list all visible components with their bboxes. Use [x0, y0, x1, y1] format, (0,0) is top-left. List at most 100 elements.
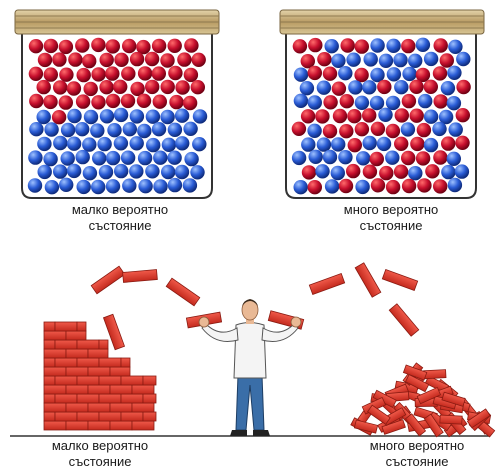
blue-particle	[354, 95, 370, 111]
red-particle	[346, 163, 361, 179]
red-particle	[362, 164, 378, 179]
red-particle	[338, 178, 354, 194]
brick	[120, 375, 144, 386]
blue-particle	[423, 51, 439, 67]
brick	[402, 364, 428, 381]
blue-particle	[76, 179, 91, 195]
brick	[87, 402, 111, 413]
blue-particle	[83, 109, 99, 125]
red-particle	[105, 39, 121, 54]
brick	[142, 393, 157, 404]
blue-particle	[447, 65, 462, 81]
blue-particle	[299, 81, 315, 96]
red-particle	[182, 95, 198, 111]
red-particle	[339, 124, 354, 139]
blue-particle	[151, 122, 167, 137]
blue-particle	[308, 149, 323, 164]
red-particle	[105, 93, 121, 109]
brick	[43, 402, 67, 413]
blue-particle	[66, 163, 82, 179]
brick	[87, 384, 111, 395]
brick	[381, 419, 406, 435]
blue-particle	[60, 122, 76, 138]
red-particle	[370, 121, 386, 136]
brick	[76, 339, 100, 350]
caption-jar-likely: много вероятно състояние	[291, 202, 491, 234]
caption-line-2: състояние	[359, 218, 423, 233]
ordered-brick-wall	[43, 321, 157, 431]
red-particle	[51, 110, 67, 125]
brick	[109, 366, 131, 377]
red-particle	[425, 164, 440, 179]
blue-particle	[160, 109, 175, 125]
blue-particle	[146, 137, 161, 153]
red-particle	[121, 66, 136, 81]
red-particle	[340, 38, 355, 53]
red-particle	[432, 66, 448, 81]
caption-bricks-likely: много вероятно състояние	[317, 438, 500, 470]
blue-particle	[355, 179, 370, 195]
blue-particle	[402, 66, 417, 82]
red-particle	[308, 37, 323, 53]
blue-particle	[113, 136, 129, 151]
blue-particle	[27, 178, 43, 193]
blue-particle	[174, 108, 190, 123]
blue-particle	[307, 123, 322, 138]
brick	[54, 393, 78, 404]
blue-particle	[346, 52, 361, 67]
brick	[308, 272, 346, 296]
red-particle	[91, 67, 106, 82]
blue-particle	[167, 150, 182, 165]
brick	[353, 419, 379, 434]
jar-right-lid	[279, 9, 485, 35]
red-particle	[331, 81, 347, 96]
red-particle	[300, 54, 315, 69]
red-particle	[177, 52, 192, 67]
brick	[109, 420, 133, 431]
brick	[43, 411, 56, 422]
brick	[98, 411, 122, 422]
blue-particle	[174, 164, 190, 180]
red-particle	[322, 66, 338, 81]
brick	[109, 402, 133, 413]
caption-jar-unlikely: малко вероятно състояние	[20, 202, 220, 234]
blue-particle	[456, 51, 471, 67]
messy-brick-pile	[350, 362, 496, 438]
red-particle	[91, 95, 106, 110]
red-particle	[394, 136, 409, 151]
blue-particle	[99, 109, 115, 124]
blue-particle	[91, 179, 106, 195]
brick	[441, 391, 466, 407]
red-particle	[347, 109, 362, 124]
blue-particle	[175, 136, 190, 151]
blue-particle	[315, 164, 330, 179]
blue-particle	[338, 66, 353, 81]
caption-line-2: състояние	[88, 218, 152, 233]
blue-particle	[316, 137, 332, 152]
blue-particle	[137, 150, 153, 166]
red-particle	[169, 94, 184, 110]
red-particle	[307, 65, 322, 81]
red-particle	[83, 81, 98, 97]
blue-particle	[36, 109, 51, 125]
red-particle	[409, 108, 424, 123]
brick	[120, 411, 144, 422]
red-particle	[136, 39, 151, 55]
blue-particle	[369, 95, 385, 111]
red-particle	[401, 93, 417, 109]
blue-particle	[385, 95, 401, 111]
red-particle	[129, 51, 145, 67]
blue-particle	[348, 80, 363, 95]
red-particle	[75, 94, 91, 109]
red-particle	[354, 39, 369, 54]
red-particle	[152, 94, 167, 109]
blue-particle	[66, 136, 82, 151]
red-particle	[130, 81, 145, 97]
caption-line-1: малко вероятно	[51, 438, 149, 453]
red-particle	[323, 95, 338, 110]
brick	[43, 420, 67, 431]
blue-particle	[378, 107, 393, 123]
brick	[98, 393, 122, 404]
brick	[54, 411, 78, 422]
